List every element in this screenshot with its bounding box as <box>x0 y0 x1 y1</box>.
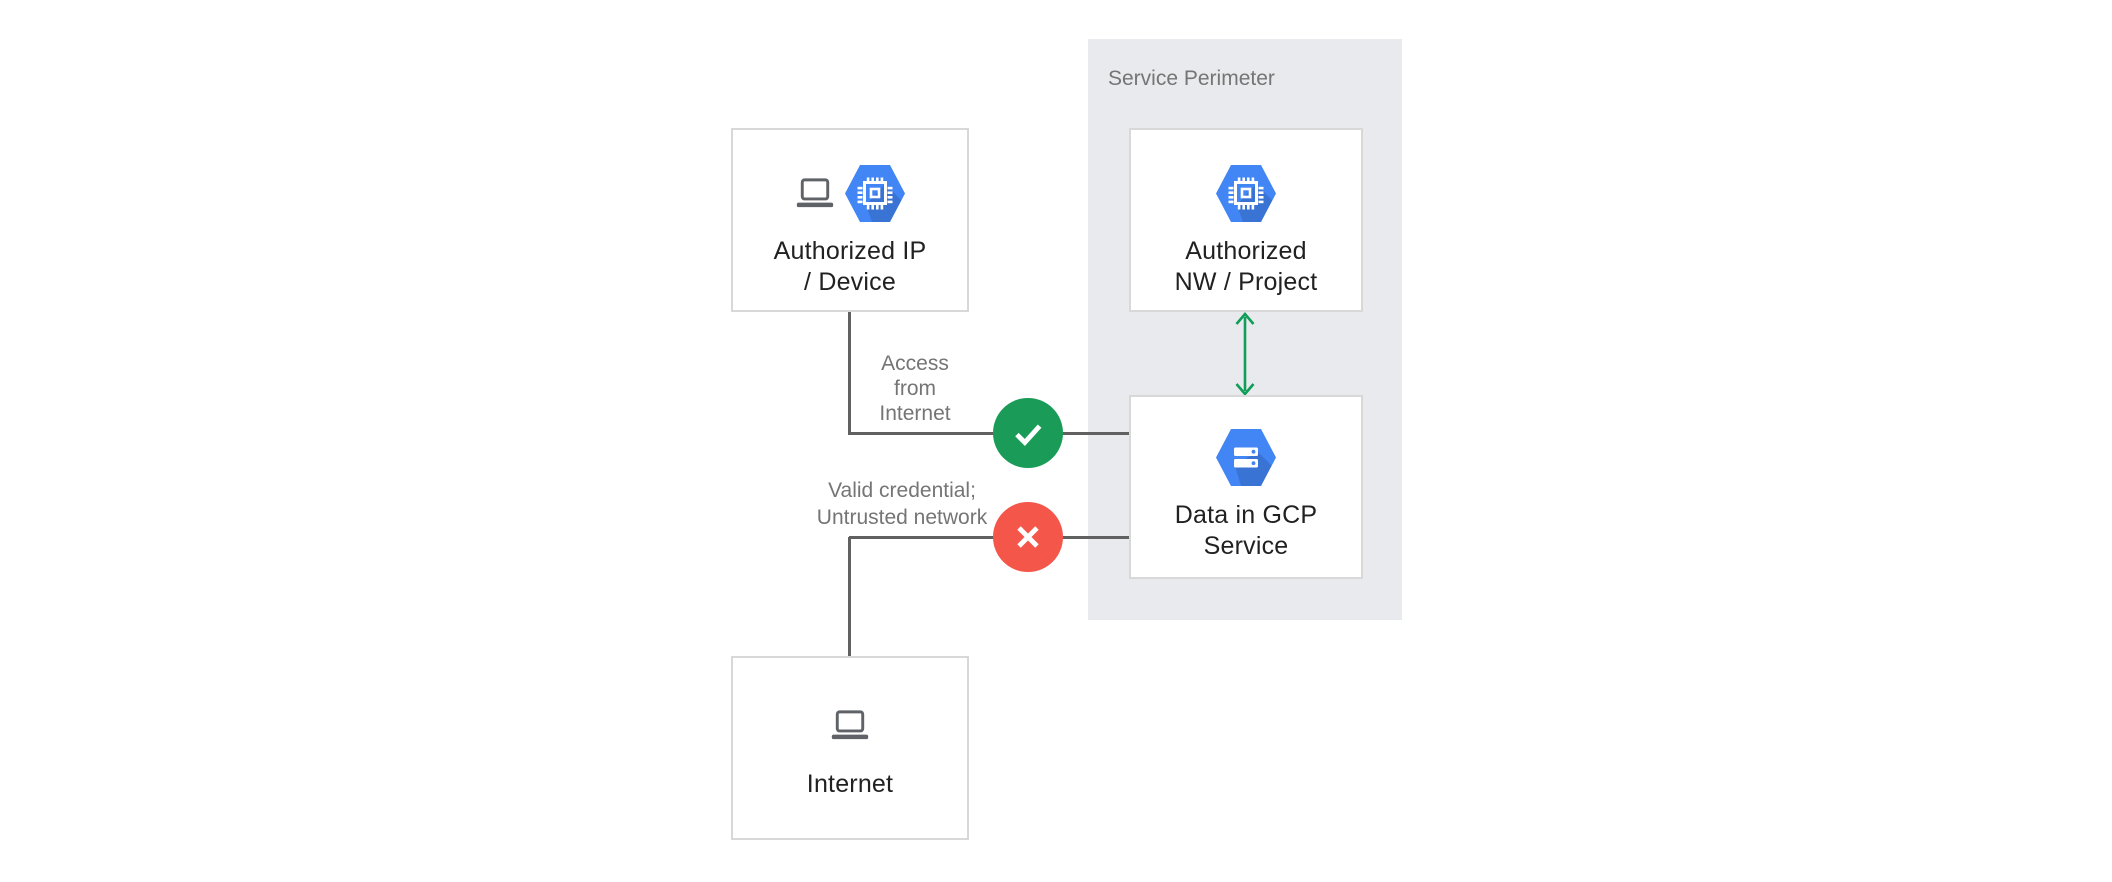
annotation-line: Valid credential; <box>828 479 976 502</box>
node-label-line: Internet <box>806 770 894 798</box>
node-label-line: Authorized IP <box>773 237 927 265</box>
node-label-line: Data in GCP <box>1174 501 1318 529</box>
connector-authorized-ip-down <box>848 311 851 435</box>
service-perimeter-label: Service Perimeter <box>1108 67 1275 90</box>
icon-row <box>795 164 905 222</box>
double-arrow-icon <box>1235 311 1255 397</box>
laptop-icon <box>796 177 834 207</box>
connector-blocked-to-data <box>849 536 1130 539</box>
node-label-line: NW / Project <box>1174 268 1318 296</box>
cross-icon <box>1017 526 1039 548</box>
compute-engine-hexagon-icon <box>845 164 905 222</box>
node-label: Authorized IP / Device <box>774 236 927 298</box>
annotation-line: from <box>894 377 936 400</box>
allowed-badge <box>993 398 1063 468</box>
icon-row <box>1216 164 1276 222</box>
laptop-icon <box>831 709 869 739</box>
storage-hexagon-icon <box>1216 428 1276 486</box>
blocked-badge <box>993 502 1063 572</box>
annotation-line: Internet <box>879 402 951 425</box>
node-authorized-nw-project: Authorized NW / Project <box>1129 128 1363 312</box>
node-label-line: Authorized <box>1185 237 1307 265</box>
check-icon <box>1015 424 1042 447</box>
node-label: Internet <box>807 769 893 800</box>
node-data-in-gcp-service: Data in GCP Service <box>1129 395 1363 579</box>
annotation-line: Access <box>881 352 949 375</box>
compute-engine-hexagon-icon <box>1216 164 1276 222</box>
node-label-line: Service <box>1203 532 1289 560</box>
node-label: Authorized NW / Project <box>1175 236 1318 298</box>
connector-internet-up <box>848 537 851 657</box>
node-label: Data in GCP Service <box>1175 500 1318 562</box>
annotation-valid-credential: Valid credential; Untrusted network <box>778 477 1026 531</box>
icon-row <box>1216 428 1276 486</box>
node-label-line: / Device <box>804 268 896 296</box>
connector-allowed-to-data <box>849 432 1130 435</box>
annotation-line: Untrusted network <box>816 506 988 529</box>
annotation-access-from-internet: Access from Internet <box>850 351 980 426</box>
icon-row <box>830 707 870 743</box>
node-authorized-ip-device: Authorized IP / Device <box>731 128 969 312</box>
node-internet: Internet <box>731 656 969 840</box>
